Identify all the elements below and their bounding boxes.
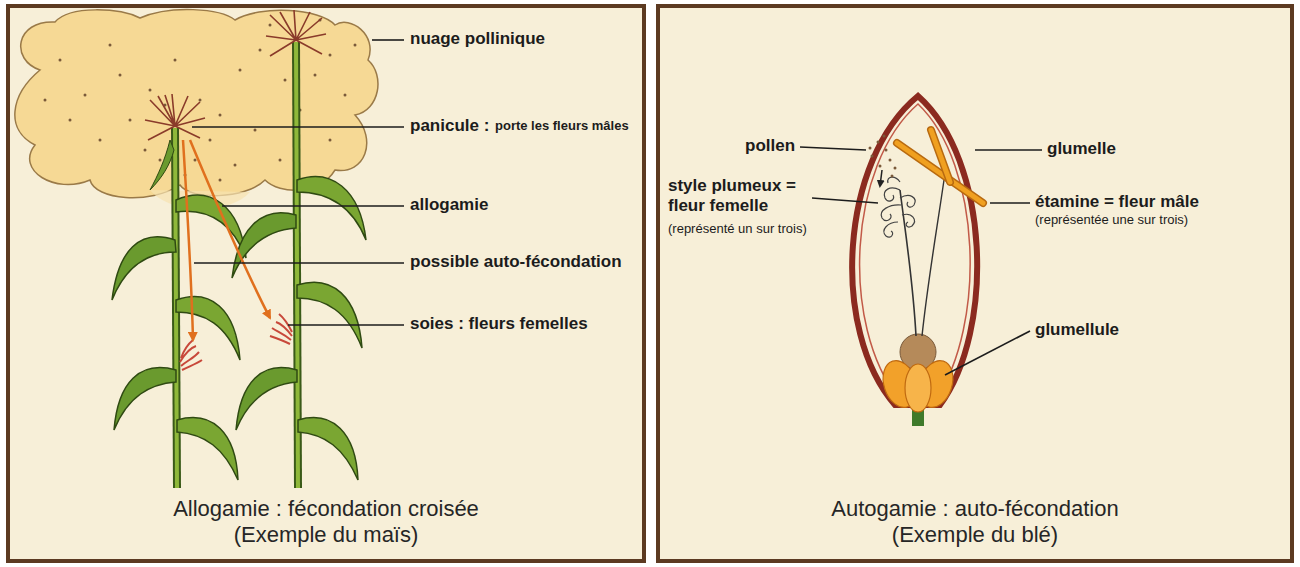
leader-line	[800, 147, 1042, 375]
panel-caption: Autogamie : auto-fécondation (Exemple du…	[800, 496, 1150, 549]
panel-ground	[6, 4, 646, 563]
label-holder: panicule :	[410, 116, 489, 136]
label-holder: style plumeux = fleur femelle	[668, 176, 808, 215]
part-label: style plumeux = fleur femelle	[668, 176, 808, 215]
panel-ground	[656, 4, 1294, 563]
part-label: panicule :	[410, 116, 489, 136]
pollen-dots	[44, 19, 357, 182]
label-holder: étamine = fleur mâle	[1035, 192, 1199, 212]
maize-plant	[112, 128, 246, 488]
label-holder: glumelle	[1047, 139, 1116, 159]
leader-line	[192, 40, 404, 325]
label-holder: (représenté un sur trois)	[668, 222, 848, 237]
label-holder: possible auto-fécondation	[410, 252, 622, 272]
part-label: glumelle	[1047, 139, 1116, 159]
tassel	[145, 10, 326, 140]
part-label: étamine = fleur mâle	[1035, 192, 1199, 212]
part-label: possible auto-fécondation	[410, 252, 622, 272]
label-holder: porte les fleurs mâles	[495, 119, 630, 134]
maize-plant	[232, 42, 366, 488]
pollination-arrow	[190, 140, 270, 318]
part-label: allogamie	[410, 195, 488, 215]
pollen-cloud	[15, 10, 378, 198]
part-label: porte les fleurs mâles	[495, 119, 630, 134]
panel-frame: Allogamie : fécondation croisée (Exemple…	[6, 4, 646, 563]
panel-caption: Allogamie : fécondation croisée (Exemple…	[151, 496, 501, 549]
pollination-arrow	[183, 140, 193, 340]
label-holder: glumellule	[1035, 320, 1119, 340]
part-label: (représentée une sur trois)	[1035, 213, 1188, 228]
part-label: pollen	[745, 136, 795, 156]
part-label: (représenté un sur trois)	[668, 222, 848, 237]
part-label: nuage pollinique	[410, 29, 545, 49]
label-holder: nuage pollinique	[410, 29, 545, 49]
label-holder: soies : fleurs femelles	[410, 314, 588, 334]
wheat-flower	[852, 96, 983, 426]
label-holder: (représentée une sur trois)	[1035, 213, 1188, 228]
part-label: soies : fleurs femelles	[410, 314, 588, 334]
panel-frame: Autogamie : auto-fécondation (Exemple du…	[656, 4, 1294, 563]
part-label: glumellule	[1035, 320, 1119, 340]
label-holder: allogamie	[410, 195, 488, 215]
label-holder: pollen	[745, 136, 795, 156]
